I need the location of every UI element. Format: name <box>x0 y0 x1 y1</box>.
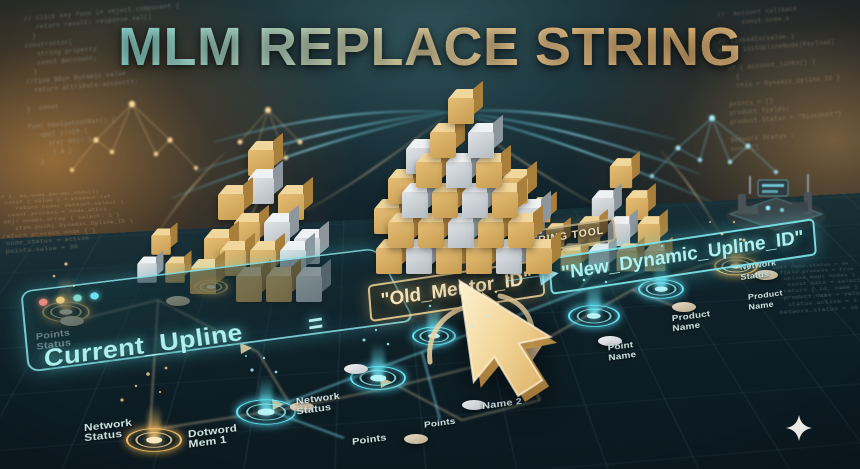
plane-label-point-name: Point Name <box>607 340 637 364</box>
window-dot-extra[interactable] <box>89 291 100 300</box>
node-network-status-left <box>126 404 182 466</box>
cursor-arrow-icon[interactable] <box>442 252 611 421</box>
equals-sign: = <box>306 306 325 340</box>
pebble-node-9 <box>344 364 368 374</box>
page-title: MLM REPLACE STRING <box>0 16 860 78</box>
window-dot-close[interactable] <box>38 298 48 307</box>
node-dotword-mem <box>236 376 296 440</box>
window-controls[interactable] <box>38 291 100 307</box>
node-points <box>350 342 406 404</box>
pebble-node-4 <box>404 434 428 444</box>
window-dot-minimize[interactable] <box>55 296 66 305</box>
sparkle-star-icon <box>786 415 812 441</box>
pebble-node-7 <box>672 302 696 312</box>
window-dot-maximize[interactable] <box>72 293 83 303</box>
